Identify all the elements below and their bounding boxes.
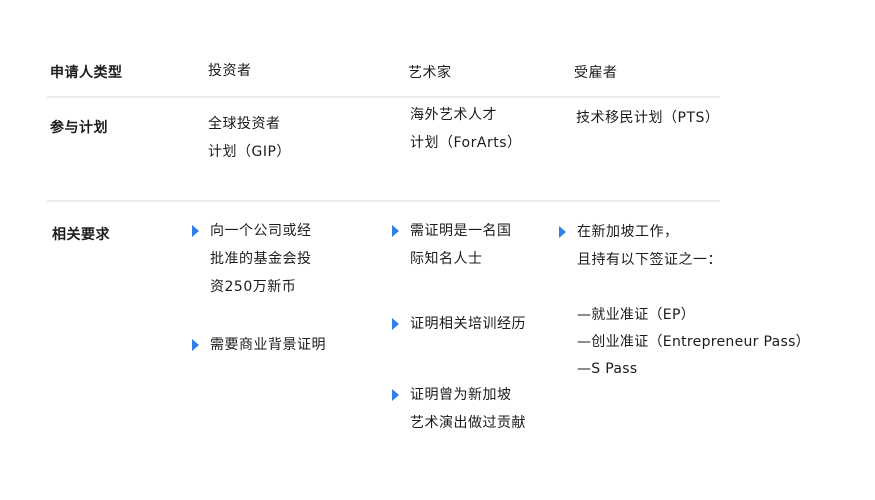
programs-label: 参与计划	[50, 120, 108, 136]
requirement-artist-1: 需证明是一名国 际知名人士	[392, 217, 512, 273]
requirement-line: 批准的基金会投	[210, 251, 312, 267]
program-artist-line: 海外艺术人才	[410, 107, 497, 123]
bullet-triangle-icon	[392, 318, 399, 330]
requirement-line: 向一个公司或经	[210, 223, 312, 239]
bullet-triangle-icon	[192, 339, 199, 351]
visa-item-ep: —就业准证（EP）	[577, 307, 695, 323]
divider-programs	[47, 200, 720, 202]
program-investor-line: 全球投资者	[208, 116, 281, 132]
requirements-label: 相关要求	[52, 227, 110, 243]
requirement-investor-2: 需要商业背景证明	[192, 331, 326, 359]
requirement-employee-1: 在新加坡工作， 且持有以下签证之一：	[559, 218, 722, 274]
requirement-artist-2: 证明相关培训经历	[392, 310, 526, 338]
divider-header	[47, 96, 720, 98]
header-employee: 受雇者	[574, 65, 618, 81]
bullet-triangle-icon	[192, 225, 199, 237]
bullet-triangle-icon	[559, 226, 566, 238]
requirement-line: 且持有以下签证之一：	[577, 252, 722, 268]
program-artist: 海外艺术人才 计划（ForArts）	[410, 101, 522, 157]
requirement-line: 需要商业背景证明	[210, 337, 326, 353]
header-investor: 投资者	[208, 63, 252, 79]
program-investor-line: 计划（GIP）	[208, 144, 291, 160]
program-artist-line: 计划（ForArts）	[410, 135, 522, 151]
program-employee-line: 技术移民计划（PTS）	[576, 110, 720, 126]
requirement-artist-3: 证明曾为新加坡 艺术演出做过贡献	[392, 381, 526, 437]
requirement-line: 证明曾为新加坡	[410, 387, 512, 403]
program-employee: 技术移民计划（PTS）	[576, 104, 719, 132]
visa-list: —就业准证（EP） —创业准证（Entrepreneur Pass） —S Pa…	[577, 302, 810, 383]
requirement-line: 需证明是一名国	[410, 223, 512, 239]
bullet-triangle-icon	[392, 389, 399, 401]
requirement-investor-1: 向一个公司或经 批准的基金会投 资250万新币	[192, 217, 312, 301]
requirement-line: 资250万新币	[210, 279, 297, 295]
requirement-line: 证明相关培训经历	[410, 316, 526, 332]
bullet-triangle-icon	[392, 225, 399, 237]
program-investor: 全球投资者 计划（GIP）	[208, 110, 291, 166]
requirement-line: 际知名人士	[410, 251, 483, 267]
header-artist: 艺术家	[408, 65, 452, 81]
header-label: 申请人类型	[50, 65, 123, 81]
visa-item-entrepreneur-pass: —创业准证（Entrepreneur Pass）	[577, 334, 810, 350]
visa-item-s-pass: —S Pass	[577, 361, 638, 377]
requirement-line: 在新加坡工作，	[577, 224, 679, 240]
requirement-line: 艺术演出做过贡献	[410, 415, 526, 431]
